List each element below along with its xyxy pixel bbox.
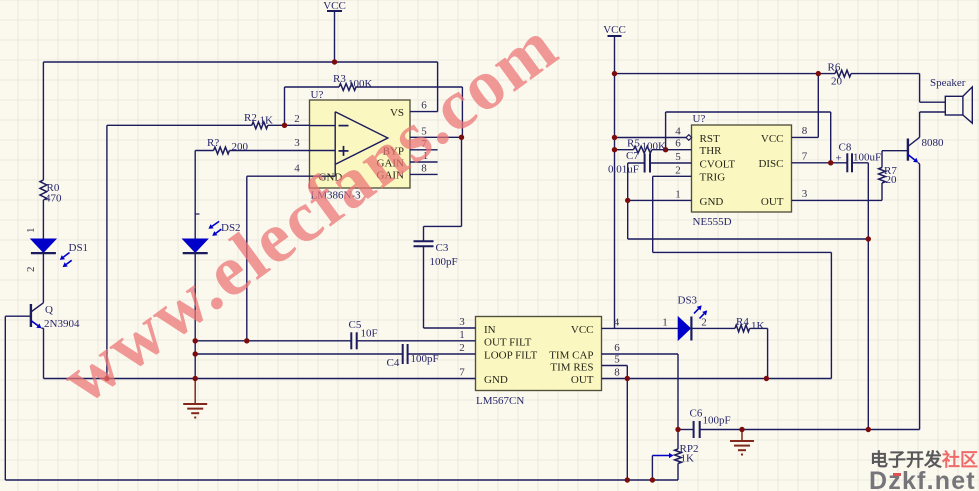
svg-text:100pF: 100pF bbox=[411, 353, 439, 365]
svg-text:C6: C6 bbox=[690, 408, 703, 420]
svg-text:R2: R2 bbox=[244, 112, 257, 124]
svg-text:VCC: VCC bbox=[761, 133, 784, 145]
svg-text:2: 2 bbox=[25, 267, 37, 273]
svg-text:TIM CAP: TIM CAP bbox=[549, 349, 593, 361]
svg-text:OUT: OUT bbox=[571, 374, 594, 386]
svg-text:1: 1 bbox=[423, 150, 429, 162]
svg-text:GAIN: GAIN bbox=[377, 170, 405, 182]
svg-text:C8: C8 bbox=[839, 142, 852, 154]
svg-text:2: 2 bbox=[294, 113, 300, 125]
svg-text:7: 7 bbox=[802, 150, 808, 162]
svg-text:GAIN: GAIN bbox=[377, 158, 405, 170]
svg-text:DS3: DS3 bbox=[678, 295, 698, 307]
svg-text:7: 7 bbox=[421, 138, 427, 150]
svg-text:R4: R4 bbox=[736, 316, 749, 328]
svg-text:1: 1 bbox=[25, 228, 37, 234]
svg-text:1: 1 bbox=[662, 316, 668, 328]
svg-text:R5: R5 bbox=[627, 138, 640, 150]
svg-text:8: 8 bbox=[802, 125, 808, 137]
svg-text:3: 3 bbox=[802, 188, 808, 200]
svg-text:4: 4 bbox=[294, 163, 300, 175]
svg-text:1: 1 bbox=[675, 188, 681, 200]
svg-text:5: 5 bbox=[675, 151, 681, 163]
svg-text:RP2: RP2 bbox=[680, 443, 699, 455]
svg-text:3: 3 bbox=[459, 316, 465, 328]
svg-text:LM386N-3: LM386N-3 bbox=[311, 190, 362, 202]
svg-text:C7: C7 bbox=[626, 150, 639, 162]
svg-text:5: 5 bbox=[614, 354, 620, 366]
svg-text:IN: IN bbox=[484, 324, 496, 336]
svg-text:7: 7 bbox=[459, 367, 465, 379]
svg-text:GND: GND bbox=[700, 196, 724, 208]
svg-text:CVOLT: CVOLT bbox=[700, 158, 736, 170]
svg-text:U?: U? bbox=[311, 89, 324, 101]
svg-text:1K: 1K bbox=[681, 453, 695, 465]
svg-text:R7: R7 bbox=[884, 165, 897, 177]
svg-text:100K: 100K bbox=[348, 78, 373, 90]
svg-text:4: 4 bbox=[614, 316, 620, 328]
svg-text:R6: R6 bbox=[828, 62, 841, 74]
svg-text:2: 2 bbox=[675, 164, 681, 176]
svg-text:OUT FILT: OUT FILT bbox=[484, 336, 532, 348]
svg-text:C3: C3 bbox=[436, 242, 449, 254]
svg-text:20: 20 bbox=[886, 174, 898, 186]
svg-text:20: 20 bbox=[831, 76, 843, 88]
svg-text:R0: R0 bbox=[47, 182, 60, 194]
svg-text:100pF: 100pF bbox=[430, 256, 458, 268]
svg-text:VCC: VCC bbox=[323, 0, 346, 12]
svg-text:VCC: VCC bbox=[603, 24, 626, 36]
svg-text:1K: 1K bbox=[260, 115, 274, 127]
svg-text:LOOP FILT: LOOP FILT bbox=[484, 349, 538, 361]
svg-text:GND: GND bbox=[319, 172, 343, 184]
svg-text:2: 2 bbox=[459, 342, 465, 354]
svg-text:2: 2 bbox=[701, 316, 707, 328]
svg-text:U?: U? bbox=[693, 113, 706, 125]
svg-text:1: 1 bbox=[459, 329, 465, 341]
svg-text:DS2: DS2 bbox=[221, 222, 241, 234]
svg-text:RST: RST bbox=[700, 133, 720, 145]
svg-text:Speaker: Speaker bbox=[930, 77, 966, 89]
svg-text:2N3904: 2N3904 bbox=[44, 318, 80, 330]
svg-text:4: 4 bbox=[675, 126, 681, 138]
svg-text:TRIG: TRIG bbox=[700, 172, 726, 184]
svg-text:DISC: DISC bbox=[758, 158, 783, 170]
svg-text:电子开发社区: 电子开发社区 bbox=[870, 449, 978, 470]
svg-text:TIM RES: TIM RES bbox=[550, 361, 593, 373]
svg-text:100uF: 100uF bbox=[853, 152, 881, 164]
svg-text:10F: 10F bbox=[361, 328, 378, 340]
svg-text:Dzkf.net: Dzkf.net bbox=[869, 467, 976, 491]
svg-text:6: 6 bbox=[421, 100, 427, 112]
svg-text:DS1: DS1 bbox=[69, 242, 89, 254]
svg-text:OUT: OUT bbox=[761, 196, 784, 208]
svg-text:6: 6 bbox=[614, 342, 620, 354]
svg-text:R?: R? bbox=[207, 137, 219, 149]
svg-text:VS: VS bbox=[390, 107, 404, 119]
svg-text:NE555D: NE555D bbox=[693, 216, 732, 228]
svg-text:GND: GND bbox=[484, 374, 508, 386]
svg-text:5: 5 bbox=[421, 125, 427, 137]
svg-text:Q: Q bbox=[45, 304, 53, 316]
svg-text:6: 6 bbox=[675, 138, 681, 150]
svg-text:200: 200 bbox=[232, 141, 249, 153]
svg-text:470: 470 bbox=[45, 193, 62, 205]
svg-text:100pF: 100pF bbox=[703, 415, 731, 427]
svg-text:BYP: BYP bbox=[383, 146, 404, 158]
svg-text:8080: 8080 bbox=[922, 137, 945, 149]
svg-text:+: + bbox=[836, 153, 842, 165]
svg-text:C5: C5 bbox=[349, 319, 362, 331]
svg-text:0.01uF: 0.01uF bbox=[608, 164, 639, 176]
svg-text:R3: R3 bbox=[333, 73, 346, 85]
svg-text:1K: 1K bbox=[751, 320, 765, 332]
svg-text:3: 3 bbox=[294, 137, 300, 149]
svg-text:VCC: VCC bbox=[571, 324, 594, 336]
svg-text:THR: THR bbox=[700, 145, 723, 157]
svg-text:LM567CN: LM567CN bbox=[476, 395, 524, 407]
svg-text:C4: C4 bbox=[387, 357, 400, 369]
svg-text:8: 8 bbox=[614, 367, 620, 379]
svg-text:8: 8 bbox=[421, 162, 427, 174]
svg-text:100K: 100K bbox=[642, 141, 667, 153]
